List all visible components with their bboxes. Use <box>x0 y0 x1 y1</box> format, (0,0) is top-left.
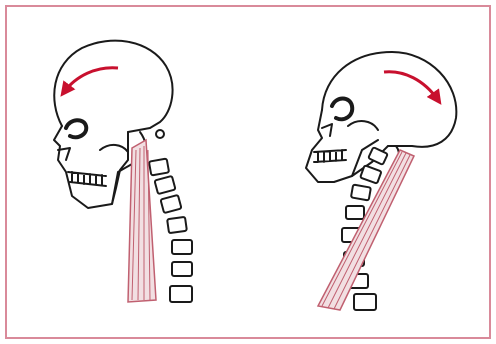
left-teeth <box>68 172 106 186</box>
left-cranium <box>54 41 172 132</box>
left-face <box>54 126 128 208</box>
right-nasal <box>322 124 332 136</box>
right-figure <box>306 52 456 310</box>
right-teeth <box>314 150 346 162</box>
left-eye-socket <box>66 120 86 137</box>
left-rotation-arrow <box>64 68 118 92</box>
left-ear-bone <box>156 130 164 138</box>
right-eye-socket <box>332 99 352 120</box>
right-rotation-arrow <box>384 72 438 100</box>
